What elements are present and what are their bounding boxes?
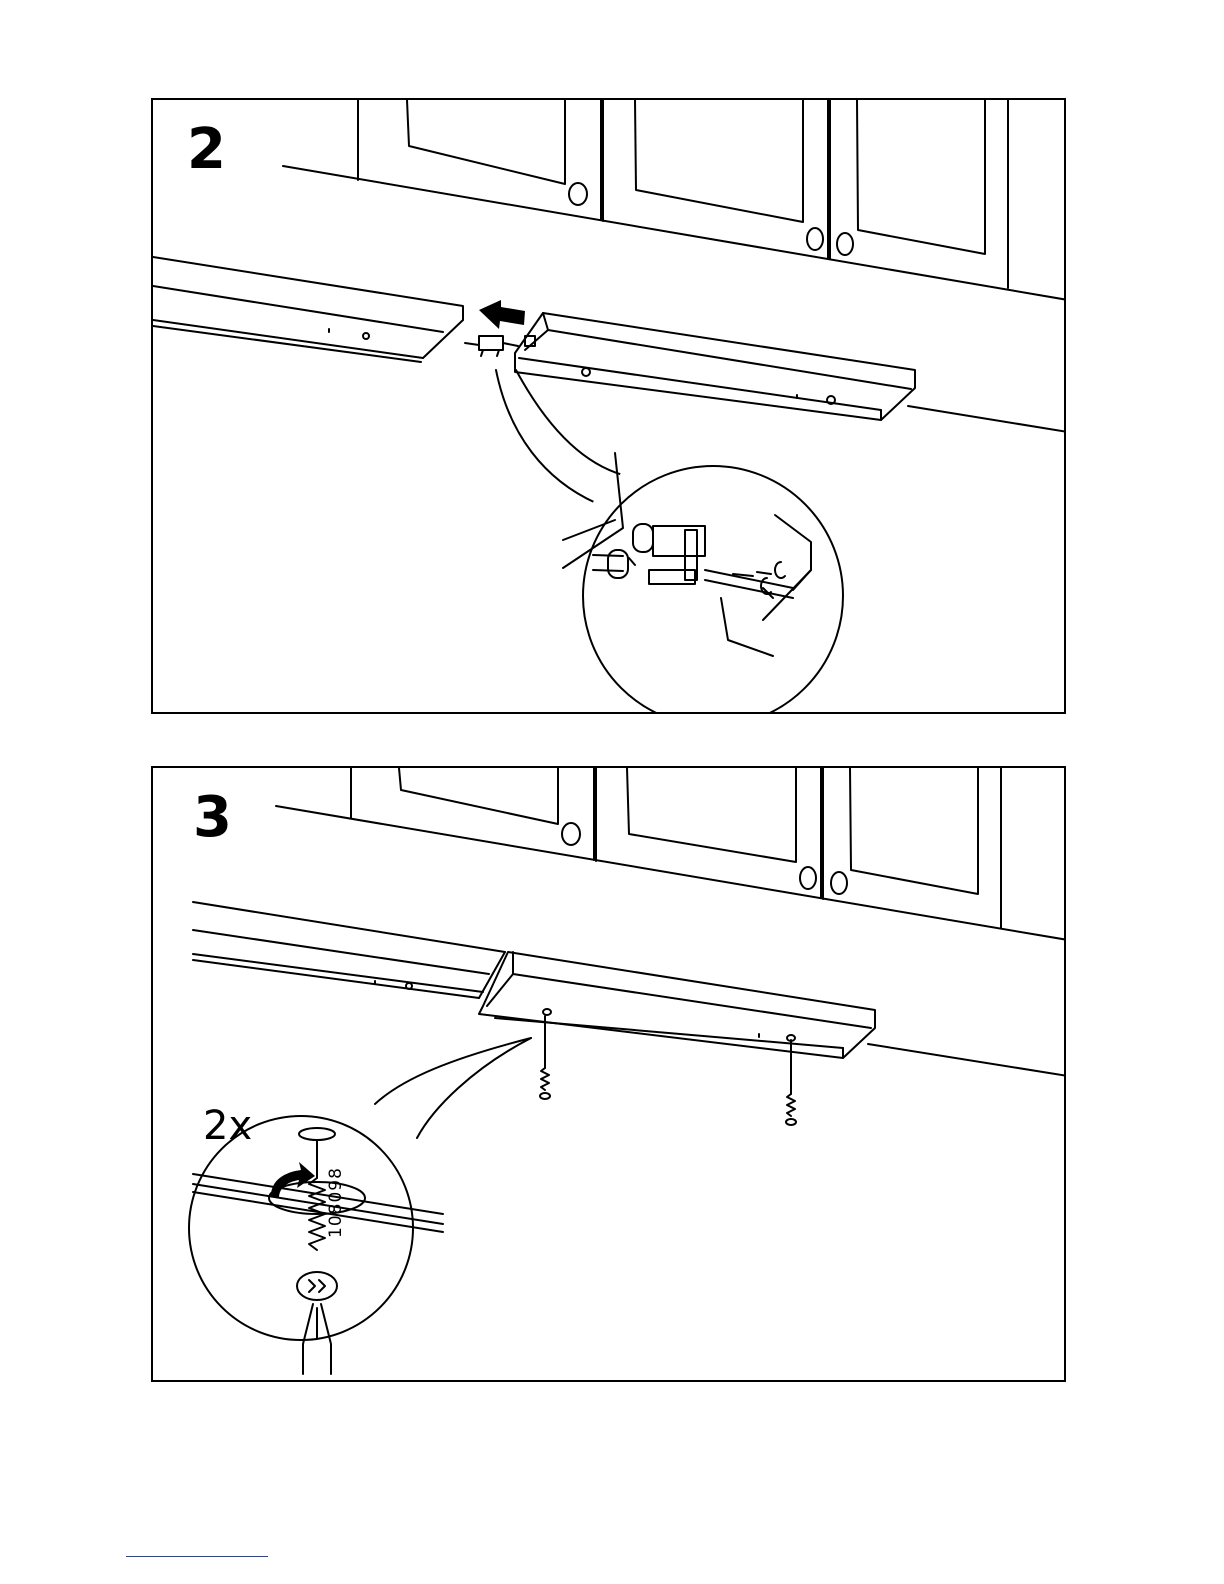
- part-number: 108098: [328, 1167, 345, 1238]
- quantity-label: 2x: [203, 1106, 252, 1146]
- step-3-panel: 3 2x 108098: [151, 766, 1066, 1382]
- cabinet-knob: [831, 872, 847, 894]
- push-arrow-icon: [479, 300, 525, 329]
- cabinet-knob: [562, 823, 580, 845]
- step-3-illustration: [153, 768, 1066, 1382]
- wall-cabinets: [276, 768, 1066, 940]
- cabinet-knob: [569, 183, 587, 205]
- installed-light-left: [153, 257, 463, 362]
- step-number: 2: [187, 122, 224, 178]
- new-light-right: [515, 313, 915, 420]
- installed-light-left: [193, 902, 505, 998]
- connector-detail-callout: [496, 370, 843, 714]
- step-2-panel: 2: [151, 98, 1066, 714]
- footer-link-underline: [126, 1556, 268, 1557]
- cable-connector: [465, 336, 518, 356]
- wall-cabinets: [283, 100, 1066, 300]
- step-number: 3: [193, 790, 230, 846]
- cabinet-knob: [800, 867, 816, 889]
- screw-detail-callout: [189, 1038, 531, 1374]
- step-2-illustration: [153, 100, 1066, 714]
- new-light-right: [479, 952, 875, 1058]
- cabinet-knob: [837, 233, 853, 255]
- screw-icon: [540, 1016, 550, 1099]
- cabinet-knob: [807, 228, 823, 250]
